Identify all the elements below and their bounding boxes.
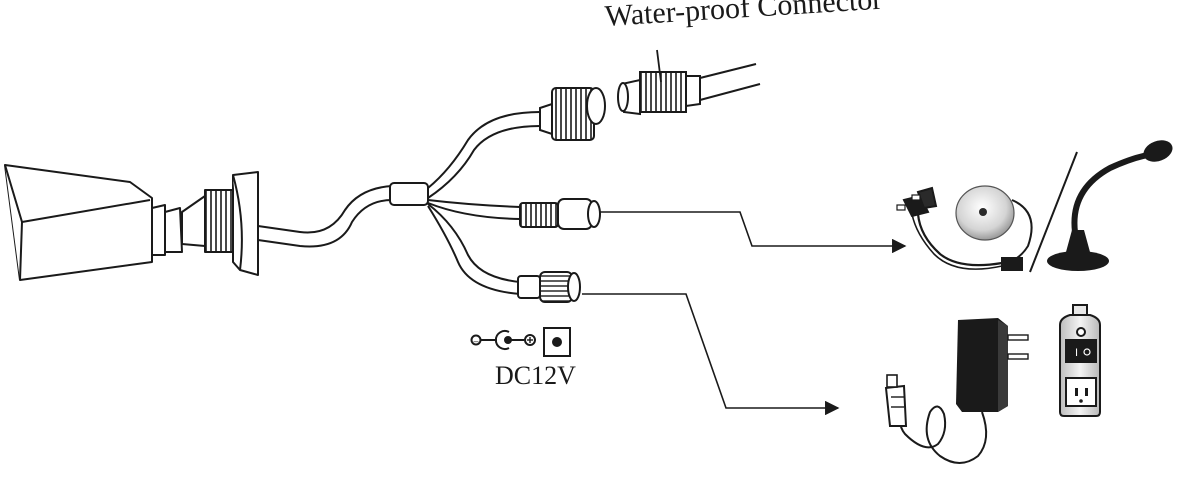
rj45-connector	[539, 87, 606, 141]
dc-polarity-icon: –	[470, 330, 536, 350]
ball-microphone-icon	[896, 185, 1033, 271]
audio-connector	[519, 198, 601, 230]
svg-text:–: –	[473, 336, 478, 346]
power-adapter-icon	[884, 318, 1029, 464]
connector-leader-line	[656, 49, 662, 83]
dc-voltage-label: DC12V	[495, 361, 576, 390]
svg-text:I: I	[1075, 347, 1078, 359]
dc-jack-icon	[543, 327, 571, 357]
bullet-camera-icon	[4, 164, 393, 281]
divider-slash	[1029, 151, 1078, 273]
cable-splitter	[389, 111, 541, 295]
water-proof-cap	[617, 63, 761, 116]
gooseneck-microphone-icon	[1047, 140, 1173, 271]
audio-arrow-line	[600, 211, 907, 254]
power-outlet-icon: I	[1059, 304, 1101, 417]
dc-power-connector	[517, 271, 581, 303]
power-arrow-line	[582, 293, 840, 416]
